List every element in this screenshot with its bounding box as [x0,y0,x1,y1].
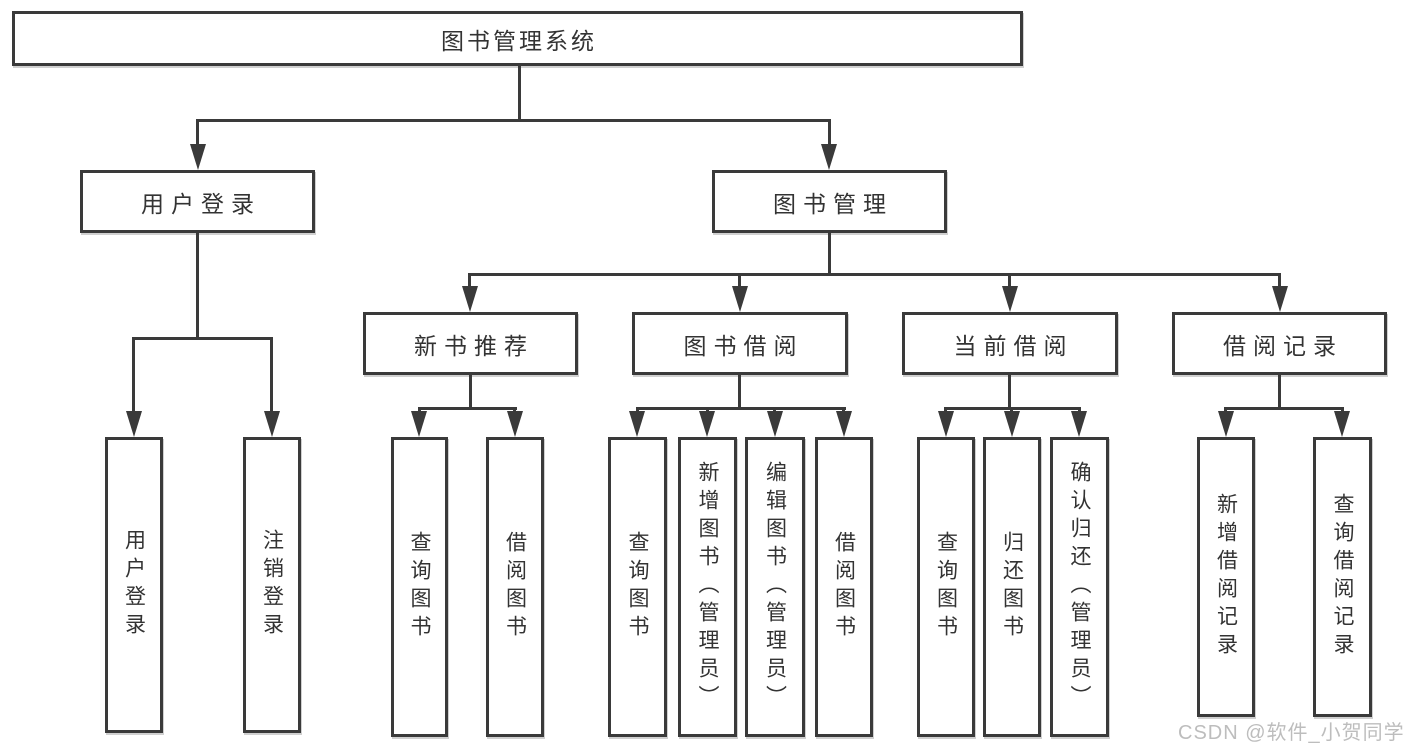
connector-segment [1010,407,1013,413]
connector-segment [1224,407,1227,413]
node-user-login-leaf-label: 用户登录 [122,529,146,641]
node-cb-query-books: 查询图书 [917,437,975,737]
node-borrowing-records-label: 借阅记录 [1223,332,1343,359]
connector-segment [773,407,776,413]
node-user-login-label: 用户登录 [141,190,261,217]
arrow-down-icon [1334,411,1350,437]
connector-segment [468,273,1281,276]
node-cb-confirm-return-admin-label: 确认归还（管理员） [1068,461,1091,713]
node-bb-add-books-admin: 新增图书（管理员） [678,437,737,737]
arrow-down-icon [1071,411,1087,437]
node-nbr-query-books: 查询图书 [391,437,448,737]
node-br-add-record: 新增借阅记录 [1197,437,1255,717]
arrow-down-icon [1002,286,1018,312]
connector-segment [738,375,741,407]
node-nbr-query-books-label: 查询图书 [408,531,431,643]
node-book-management: 图书管理 [712,170,947,233]
arrow-down-icon [264,411,280,437]
node-bb-query-books-label: 查询图书 [626,531,649,643]
node-bb-add-books-admin-label: 新增图书（管理员） [696,461,719,713]
node-cb-confirm-return-admin: 确认归还（管理员） [1050,437,1109,737]
node-root: 图书管理系统 [12,11,1023,66]
connector-segment [196,119,831,122]
arrow-down-icon [507,411,523,437]
node-cb-query-books-label: 查询图书 [934,531,958,643]
node-nbr-borrow-books-label: 借阅图书 [503,531,527,643]
arrow-down-icon [126,411,142,437]
node-nbr-borrow-books: 借阅图书 [486,437,544,737]
connector-segment [196,233,199,337]
arrow-down-icon [1004,411,1020,437]
node-bb-borrow-books: 借阅图书 [815,437,873,737]
node-current-borrowing: 当前借阅 [902,312,1118,375]
connector-segment [468,273,471,286]
arrow-down-icon [938,411,954,437]
arrow-down-icon [462,286,478,312]
node-book-management-label: 图书管理 [773,190,893,217]
connector-segment [828,233,831,273]
connector-segment [636,407,846,410]
connector-segment [706,407,709,413]
connector-segment [738,273,741,286]
connector-segment [469,375,472,407]
node-bb-edit-books-admin-label: 编辑图书（管理员） [763,461,787,713]
arrow-down-icon [629,411,645,437]
node-new-book-recommend-label: 新书推荐 [414,332,534,359]
connector-segment [1008,273,1011,286]
connector-segment [418,407,517,410]
node-borrowing-records: 借阅记录 [1172,312,1387,375]
node-bb-query-books: 查询图书 [608,437,667,737]
arrow-down-icon [699,411,715,437]
node-br-add-record-label: 新增借阅记录 [1214,493,1238,661]
connector-segment [1278,375,1281,407]
arrow-down-icon [1218,411,1234,437]
arrow-down-icon [821,144,837,170]
node-user-login: 用户登录 [80,170,315,233]
arrow-down-icon [732,286,748,312]
arrow-down-icon [1272,286,1288,312]
connector-segment [842,407,845,413]
node-book-borrowing-label: 图书借阅 [683,332,804,359]
connector-segment [418,407,421,413]
connector-segment [1078,407,1081,413]
arrow-down-icon [190,144,206,170]
arrow-down-icon [411,411,427,437]
connector-segment [513,407,516,413]
node-bb-borrow-books-label: 借阅图书 [832,531,856,643]
node-br-query-record-label: 查询借阅记录 [1331,493,1354,661]
connector-segment [636,407,639,413]
csdn-watermark: CSDN @软件_小贺同学 [1178,722,1405,744]
connector-segment [1341,407,1344,413]
connector-segment [132,337,273,340]
node-br-query-record: 查询借阅记录 [1313,437,1372,717]
connector-segment [518,66,521,119]
node-book-borrowing: 图书借阅 [632,312,848,375]
connector-segment [270,337,273,411]
connector-segment [1278,273,1281,286]
node-bb-edit-books-admin: 编辑图书（管理员） [745,437,805,737]
connector-segment [132,337,135,411]
node-cb-return-books-label: 归还图书 [1000,531,1024,643]
node-root-label: 图书管理系统 [441,27,597,54]
arrow-down-icon [767,411,783,437]
connector-segment [828,119,831,146]
node-logout-label: 注销登录 [260,529,284,641]
connector-segment [944,407,947,413]
node-user-login-leaf: 用户登录 [105,437,163,733]
connector-segment [1224,407,1344,410]
node-logout: 注销登录 [243,437,301,733]
connector-segment [1008,375,1011,407]
node-cb-return-books: 归还图书 [983,437,1041,737]
connector-segment [196,119,199,146]
node-current-borrowing-label: 当前借阅 [953,332,1074,359]
node-new-book-recommend: 新书推荐 [363,312,578,375]
arrow-down-icon [836,411,852,437]
